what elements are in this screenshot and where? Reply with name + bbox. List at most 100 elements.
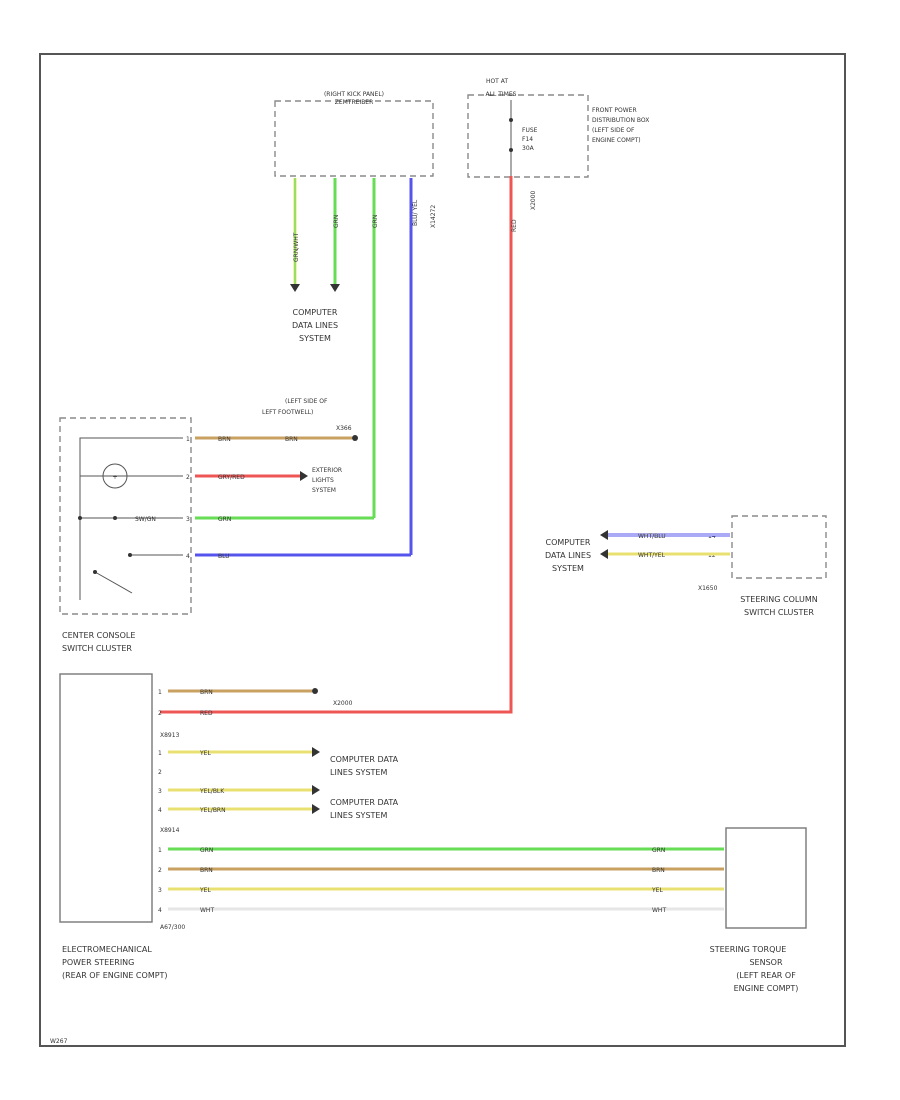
console-label-1: CENTER CONSOLE	[62, 631, 135, 640]
wire-label-col-1: WHT/BLU	[638, 533, 666, 540]
wire-label-top-4: BLU/ YEL	[412, 199, 419, 226]
wire-label-top-2: GRN	[333, 215, 340, 228]
wire-label-fuse-red: RED	[511, 219, 518, 232]
ext-lights-line2: LIGHTS	[312, 477, 334, 484]
fuse-dot-bottom	[509, 148, 513, 152]
console-inner-frame	[79, 437, 183, 600]
ground-icon	[352, 435, 358, 441]
ts-pin-4: 4	[158, 907, 162, 914]
console-pin-2: 2	[186, 474, 190, 481]
eps-sub-1: X8913	[160, 732, 180, 739]
connector-dot-icon	[113, 516, 117, 520]
ts-pin-3: 3	[158, 887, 162, 894]
connector-label-fuse: X2000	[530, 190, 537, 210]
eps-conn: A67/300	[160, 924, 185, 931]
fuse-label-3: 30A	[522, 145, 535, 152]
column-conn: X1650	[698, 585, 718, 592]
fuse-label-1: FUSE	[522, 127, 538, 134]
wire-label-ts-2r: BRN	[652, 867, 665, 874]
column-label-1: STEERING COLUMN	[740, 595, 817, 604]
eps-label-2: POWER STEERING	[62, 958, 134, 967]
fuse-desc-2: DISTRIBUTION BOX	[592, 117, 649, 124]
cdl-col-line2: DATA LINES	[545, 551, 591, 560]
connector-arrow-icon	[600, 549, 608, 559]
fuse-hot-label-2: ALL TIMES	[486, 91, 517, 98]
eps-q3: 3	[158, 788, 162, 795]
column-label-2: SWITCH CLUSTER	[744, 608, 814, 617]
wire-label-ts-3: YEL	[199, 887, 211, 894]
console-label-2: SWITCH CLUSTER	[62, 644, 132, 653]
sensor-label-1: STEERING TORQUE	[710, 945, 787, 954]
footwell-module-name: ZEMTREIBER	[335, 99, 374, 106]
ground-loc-line3: X366	[336, 425, 352, 432]
eps-q2: 2	[158, 769, 162, 776]
fuse-label-2: F14	[522, 136, 533, 143]
cdl-eps1-line2: LINES SYSTEM	[330, 768, 387, 777]
eps-pin-1: 1	[158, 689, 162, 696]
connector-arrow-icon	[600, 530, 608, 540]
sensor-label-2: SENSOR	[749, 958, 782, 967]
wire-label-eps-y4: YEL/BRN	[199, 807, 226, 814]
wire-label-eps-1: BRN	[200, 689, 213, 696]
ground-loc-line1: (LEFT SIDE OF	[285, 398, 328, 405]
wire-label-eps-y1: YEL	[199, 750, 211, 757]
wire-label-con-4: BLU	[218, 553, 230, 560]
sensor-label-4: ENGINE COMPT)	[734, 984, 799, 993]
ext-lights-line3: SYSTEM	[312, 487, 336, 494]
cdl-col-line3: SYSTEM	[552, 564, 584, 573]
fuse-desc-3: (LEFT SIDE OF	[592, 127, 635, 134]
cdl-eps2-line2: LINES SYSTEM	[330, 811, 387, 820]
cdl-col-line1: COMPUTER	[546, 538, 591, 547]
wire-label-top-3: GRN	[372, 215, 379, 228]
wire-label-con-2: GRY/RED	[218, 474, 245, 481]
cdl-top-line3: SYSTEM	[299, 334, 331, 343]
wire-label-ts-1: GRN	[200, 847, 213, 854]
fuse-box	[467, 94, 589, 178]
ts-pin-1: 1	[158, 847, 162, 854]
fuse-desc-4: ENGINE COMPT)	[592, 137, 641, 144]
torque-sensor-box	[725, 827, 807, 929]
sensor-label-3: (LEFT REAR OF	[736, 971, 796, 980]
footwell-module-title: (RIGHT KICK PANEL)	[324, 91, 384, 98]
ext-lights-line1: EXTERIOR	[312, 467, 342, 474]
fuse-desc-1: FRONT POWER	[592, 107, 637, 114]
fuse-dot-top	[509, 118, 513, 122]
footer-code: W267	[50, 1038, 68, 1045]
wire-label-eps-2: RED	[200, 710, 213, 717]
wire-label-con-1a: BRN	[218, 436, 231, 443]
eps-q4: 4	[158, 807, 162, 814]
connector-label-top: X14272	[430, 205, 437, 228]
wire-label-con-1b: BRN	[285, 436, 298, 443]
console-pin-3: 3	[186, 516, 190, 523]
switch-icon	[94, 571, 133, 594]
console-pin-1: 1	[186, 436, 190, 443]
eps-label-1: ELECTROMECHANICAL	[62, 945, 152, 954]
cdl-eps2-line1: COMPUTER DATA	[330, 798, 399, 807]
connector-dot-icon	[78, 516, 82, 520]
ground-icon	[312, 688, 318, 694]
eps-sub-2: X8914	[160, 827, 180, 834]
center-console-box	[59, 417, 192, 615]
wire-label-top-1: GRN/WHT	[293, 232, 300, 262]
wire-label-ts-3r: YEL	[651, 887, 663, 894]
wire-label-ts-4r: WHT	[652, 907, 666, 914]
connector-arrow-icon	[290, 284, 300, 292]
connector-arrow-icon	[312, 785, 320, 795]
ground-loc-line2: LEFT FOOTWELL)	[262, 409, 313, 416]
wire-label-ts-4: WHT	[200, 907, 214, 914]
bulb-glyph: +	[112, 474, 117, 481]
steering-column-box	[731, 515, 827, 579]
wire-label-ts-2: BRN	[200, 867, 213, 874]
connector-arrow-icon	[312, 804, 320, 814]
switch-pivot	[93, 570, 97, 574]
connector-arrow-icon	[330, 284, 340, 292]
console-pin-4: 4	[186, 553, 190, 560]
eps-label-3: (REAR OF ENGINE COMPT)	[62, 971, 168, 980]
cdl-top-line2: DATA LINES	[292, 321, 338, 330]
wire-label-col-2: WHT/YEL	[638, 552, 666, 559]
cdl-eps1-line1: COMPUTER DATA	[330, 755, 399, 764]
wire-label-eps-y3: YEL/BLK	[199, 788, 225, 795]
wire-label-ts-1r: GRN	[652, 847, 665, 854]
cdl-top-line1: COMPUTER	[293, 308, 338, 317]
